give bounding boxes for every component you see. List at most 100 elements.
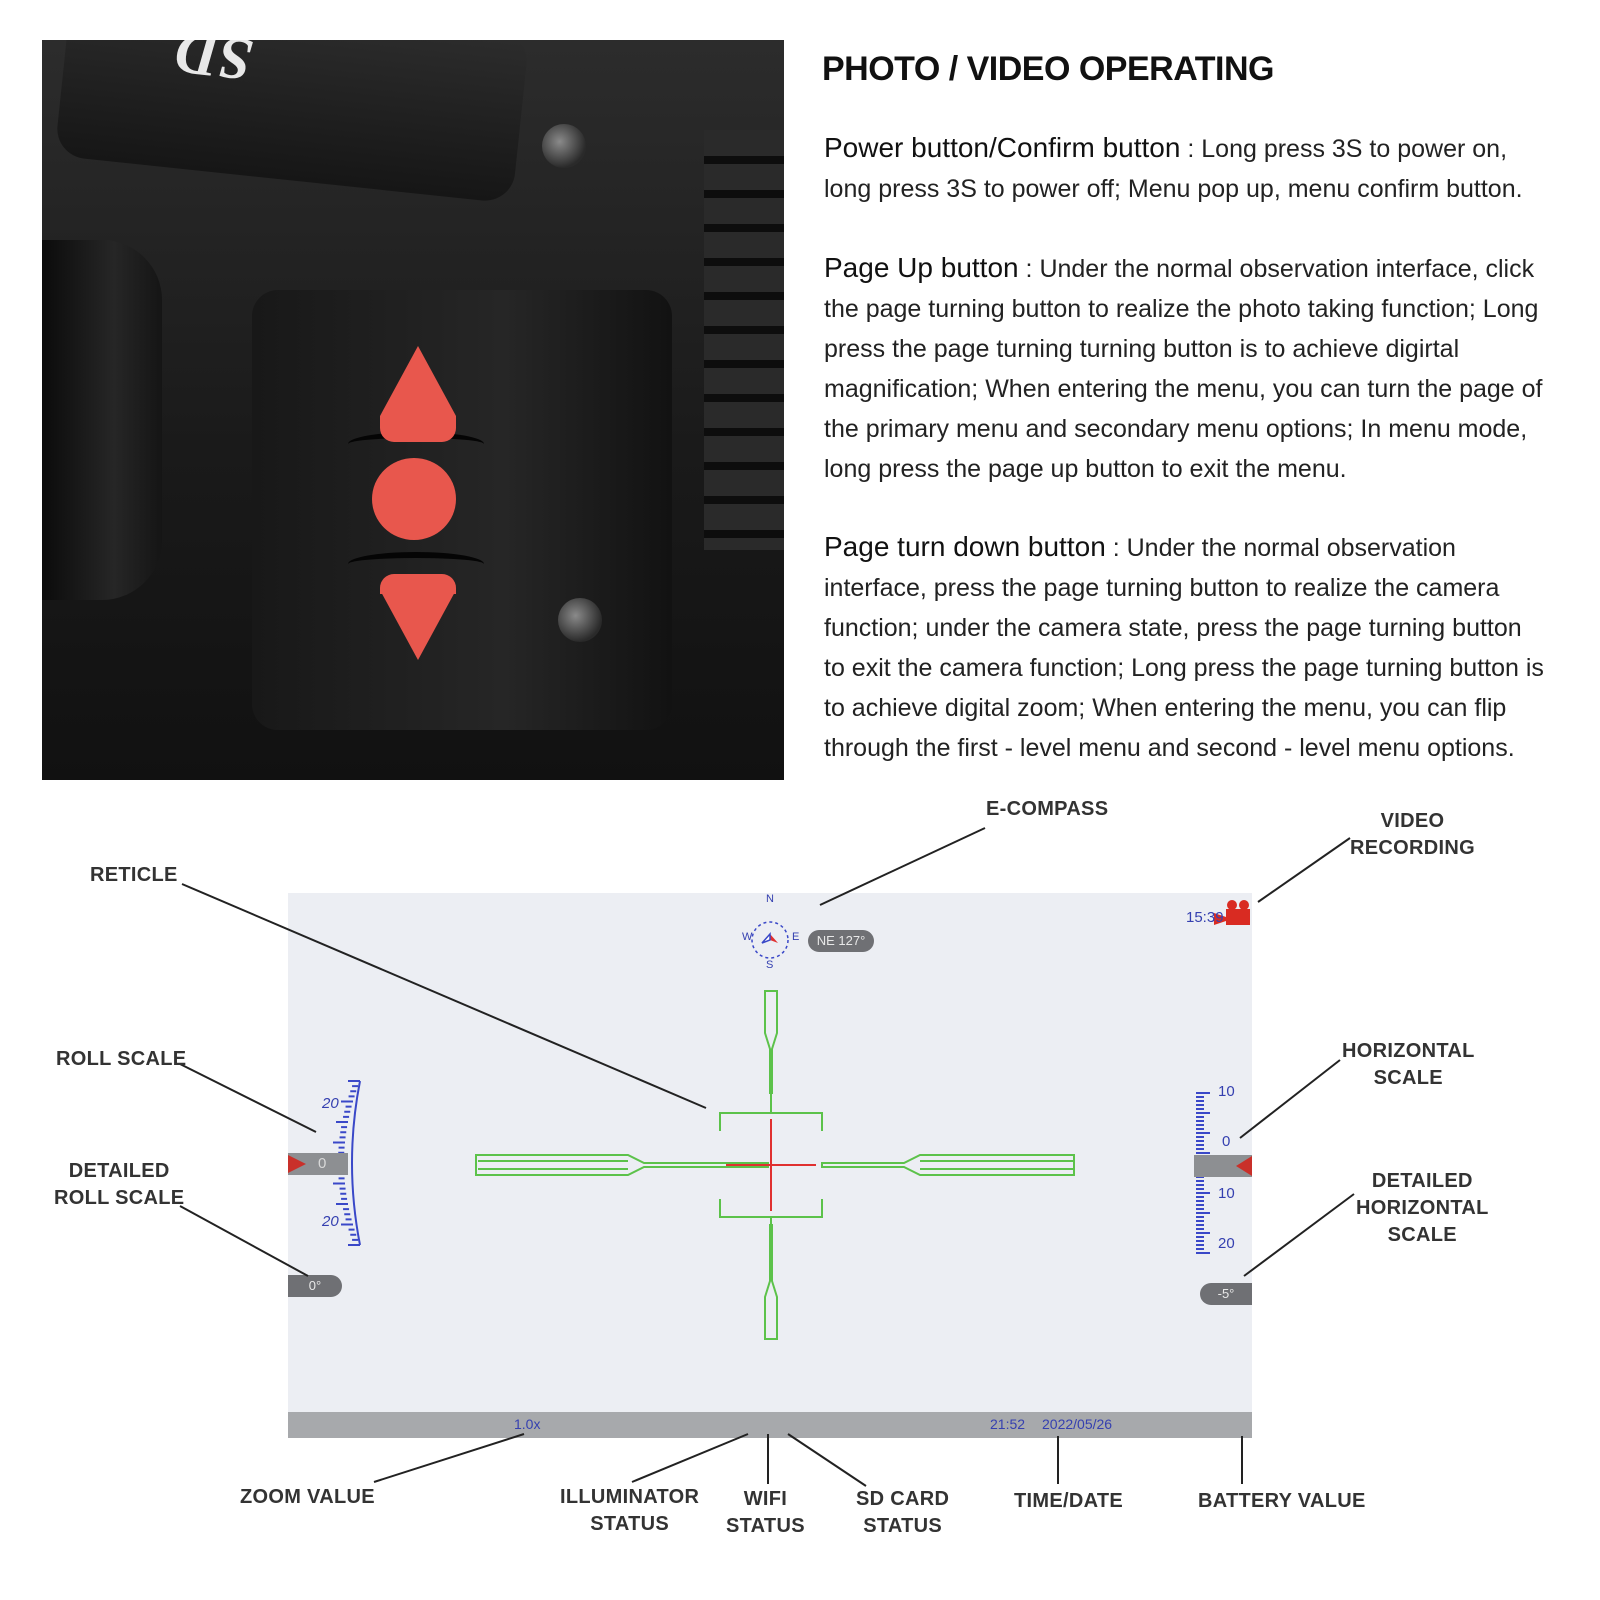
leader-horizontal xyxy=(1239,1059,1341,1139)
hud-graphics xyxy=(288,900,1252,1434)
callout-roll-scale: ROLL SCALE xyxy=(56,1046,186,1073)
callout-detailed-roll-scale: DETAILED ROLL SCALE xyxy=(54,1158,184,1212)
callout-text: STATUS xyxy=(863,1515,943,1537)
callout-text: TIME/DATE xyxy=(1014,1490,1123,1512)
zoom-value: 1.0x xyxy=(514,1416,541,1432)
section-page-up: Page Up button : Under the normal observ… xyxy=(824,248,1544,489)
callout-battery-value: BATTERY VALUE xyxy=(1198,1488,1366,1515)
section-title: Page turn down button xyxy=(824,531,1106,562)
callout-text: DETAILED xyxy=(1371,1170,1473,1192)
button-guard-bottom xyxy=(348,552,484,576)
roll-label-top: 20 xyxy=(322,1095,339,1112)
callout-text: ILLUMINATOR xyxy=(560,1486,700,1508)
roll-pointer-band xyxy=(288,1153,348,1175)
callout-horizontal-scale: HORIZONTAL SCALE xyxy=(1342,1038,1475,1092)
horizontal-value-pill: -5° xyxy=(1200,1283,1252,1305)
callout-time-date: TIME/DATE xyxy=(1014,1488,1123,1515)
section-separator: : xyxy=(1105,534,1127,562)
section-separator: : xyxy=(1018,255,1040,283)
callout-text: STATUS xyxy=(726,1515,805,1537)
reticle-right-post xyxy=(821,1154,1075,1176)
horizontal-label-10-top: 10 xyxy=(1218,1083,1235,1100)
page-up-button xyxy=(380,346,456,416)
roll-label-mid: 0 xyxy=(318,1155,327,1172)
callout-text: HORIZONTAL xyxy=(1342,1040,1475,1062)
callout-text: BATTERY VALUE xyxy=(1198,1490,1366,1512)
sd-label: SD xyxy=(172,40,256,94)
horizontal-label-20: 20 xyxy=(1218,1235,1235,1252)
callout-text: RETICLE xyxy=(90,864,178,886)
roll-label-bottom: 20 xyxy=(322,1213,339,1230)
reticle-top-post xyxy=(764,990,778,1094)
section-text: Long press 3S to power on, long press 3S… xyxy=(824,135,1523,203)
callout-text: ROLL SCALE xyxy=(54,1187,185,1209)
reticle-center xyxy=(726,1119,816,1211)
callout-text: VIDEO xyxy=(1380,810,1445,832)
reticle xyxy=(475,990,1075,1340)
leader-zoom-value xyxy=(373,1433,525,1483)
hud-screen: N E S W NE 127° 15:39 20 0 20 0° 10 0 10… xyxy=(288,893,1252,1438)
page-heading: PHOTO / VIDEO OPERATING xyxy=(822,50,1274,88)
callout-text: ROLL SCALE xyxy=(56,1048,187,1070)
screw-bottom xyxy=(558,598,602,642)
power-confirm-button xyxy=(372,458,456,540)
time-value: 21:52 xyxy=(990,1416,1026,1432)
page-down-button-base xyxy=(380,574,456,594)
horizontal-pointer-band xyxy=(1194,1155,1252,1177)
leader-illuminator xyxy=(631,1433,749,1483)
callout-zoom-value: ZOOM VALUE xyxy=(240,1484,375,1511)
compass-rose xyxy=(751,921,789,959)
status-bar: 1.0x 21:52 2022/05/26 xyxy=(288,1412,1252,1438)
horizontal-pointer-arrow xyxy=(1236,1156,1252,1176)
screw-top xyxy=(542,124,586,168)
callout-text: DETAILED xyxy=(68,1160,170,1182)
picatinny-rail xyxy=(704,130,784,550)
device-housing xyxy=(252,290,672,730)
leader-sd-card xyxy=(787,1433,867,1487)
callout-e-compass: E-COMPASS xyxy=(986,796,1108,823)
roll-value-pill: 0° xyxy=(288,1275,342,1297)
compass-w-label: W xyxy=(742,931,753,943)
video-recording-icon xyxy=(1214,900,1250,925)
callout-text: SCALE xyxy=(1373,1067,1443,1089)
section-separator: : xyxy=(1180,135,1202,163)
section-power-button: Power button/Confirm button : Long press… xyxy=(824,128,1544,209)
callout-illuminator-status: ILLUMINATOR STATUS xyxy=(560,1484,699,1538)
section-title: Page Up button xyxy=(824,252,1019,283)
callout-sd-card-status: SD CARD STATUS xyxy=(856,1486,949,1540)
product-photo: SD xyxy=(42,40,784,780)
section-page-down: Page turn down button : Under the normal… xyxy=(824,527,1544,768)
callout-text: SD CARD xyxy=(856,1488,950,1510)
callout-reticle: RETICLE xyxy=(90,862,178,889)
side-knob xyxy=(42,240,162,600)
compass-e-label: E xyxy=(792,931,800,943)
date-value: 2022/05/26 xyxy=(1042,1416,1113,1432)
compass-heading-pill: NE 127° xyxy=(808,930,874,952)
callout-text: ZOOM VALUE xyxy=(240,1486,375,1508)
callout-text: WIFI xyxy=(743,1488,788,1510)
sd-card-cover: SD xyxy=(54,40,530,204)
recording-time: 15:39 xyxy=(1186,909,1224,926)
callout-video-recording: VIDEO RECORDING xyxy=(1350,808,1475,862)
page-down-button xyxy=(380,590,456,660)
leader-video-recording xyxy=(1257,837,1351,903)
callout-text: STATUS xyxy=(590,1513,670,1535)
compass-n-label: N xyxy=(766,893,774,905)
page-up-button-base xyxy=(380,416,456,442)
roll-pointer-arrow xyxy=(288,1155,306,1173)
roll-scale xyxy=(351,1080,361,1246)
section-title: Power button/Confirm button xyxy=(824,132,1181,163)
horizontal-label-0: 0 xyxy=(1222,1133,1231,1150)
leader-detailed-horizontal xyxy=(1243,1193,1355,1277)
callout-text: E-COMPASS xyxy=(986,798,1109,820)
section-text: Under the normal observation interface, … xyxy=(824,255,1543,483)
callout-text: SCALE xyxy=(1387,1224,1457,1246)
compass-s-label: S xyxy=(766,959,774,971)
horizontal-label-10-bottom: 10 xyxy=(1218,1185,1235,1202)
section-text: Under the normal observation interface, … xyxy=(824,534,1544,762)
callout-text: RECORDING xyxy=(1350,837,1475,859)
reticle-left-post xyxy=(475,1154,769,1176)
callout-text: HORIZONTAL xyxy=(1356,1197,1489,1219)
callout-detailed-horizontal-scale: DETAILED HORIZONTAL SCALE xyxy=(1356,1168,1489,1249)
callout-wifi-status: WIFI STATUS xyxy=(726,1486,805,1540)
